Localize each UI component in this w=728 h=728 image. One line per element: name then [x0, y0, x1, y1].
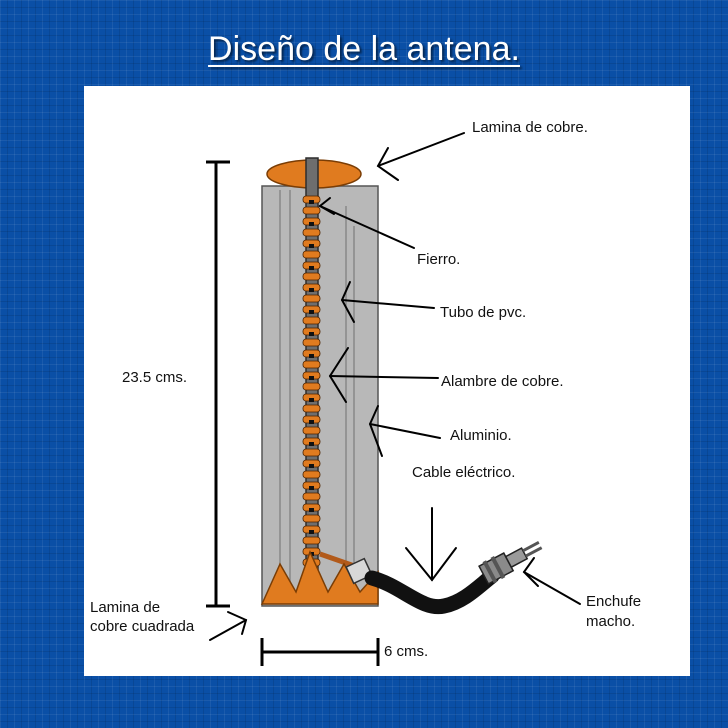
label-alambre-cobre: Alambre de cobre. [441, 373, 564, 390]
label-lamina-cuadrada-1: Lamina de [90, 599, 161, 616]
arrow-aluminum [368, 405, 441, 457]
label-fierro: Fierro. [417, 251, 461, 268]
label-aluminio: Aluminio. [450, 427, 512, 444]
arrow-electric-cable [405, 507, 457, 582]
label-lamina-cuadrada-2: cobre cuadrada [90, 618, 195, 635]
arrow-copper-wire [328, 347, 439, 403]
antenna-drawing [206, 132, 581, 666]
male-plug [478, 541, 543, 585]
square-copper-plate [260, 549, 379, 605]
pvc-tube-lines [279, 190, 355, 591]
arrow-iron [318, 197, 415, 249]
antenna-diagram: Lamina de cobre. Fierro. Tubo de pvc. Al… [84, 86, 690, 676]
label-enchufe-2: macho. [586, 613, 636, 630]
arrow-male-plug [522, 557, 581, 605]
width-dimension-line [260, 638, 380, 666]
arrow-pvc-tube [340, 281, 435, 323]
label-lamina-cobre: Lamina de cobre. [472, 119, 588, 136]
label-tubo-pvc: Tubo de pvc. [440, 304, 527, 321]
label-altura: 23.5 cms. [122, 369, 188, 386]
label-ancho: 6 cms. [384, 643, 429, 660]
label-enchufe-1: Enchufe [586, 593, 642, 610]
slide-title: Diseño de la antena. [208, 30, 520, 68]
height-dimension-line [206, 160, 230, 608]
arrow-square-plate [209, 611, 248, 641]
label-cable-electrico: Cable eléctrico. [412, 464, 516, 481]
arrow-copper-sheet [376, 132, 465, 181]
electric-cable [364, 568, 500, 615]
